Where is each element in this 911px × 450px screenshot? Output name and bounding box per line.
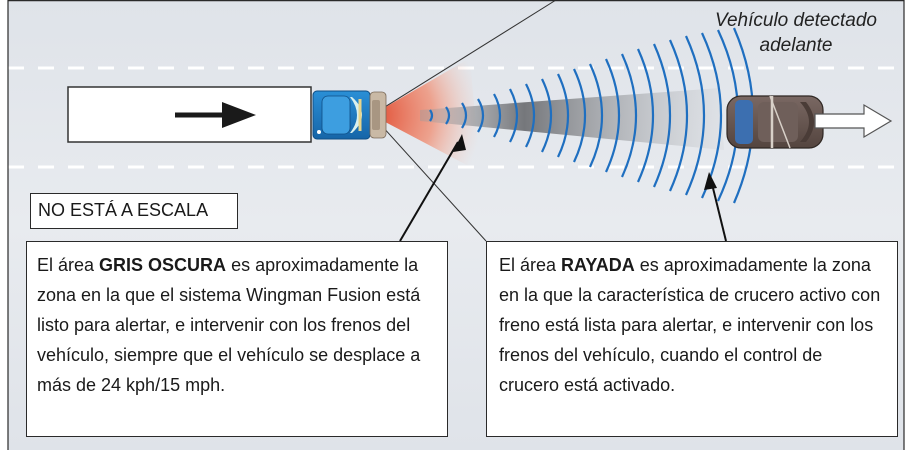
pointer-arrow-right [704, 172, 727, 242]
right-callout-prefix: El área [499, 255, 562, 275]
left-callout-emphasis: GRIS OSCURA [99, 255, 227, 275]
dark-gray-zone-callout: El área GRIS OSCURA es aproximadamente l… [26, 241, 448, 437]
truck-cab [312, 90, 387, 140]
detected-vehicle-label: Vehículo detectado adelante [690, 8, 902, 58]
cone-edge-lower [371, 114, 487, 242]
vehicle-label-line1: Vehículo detectado [715, 10, 877, 31]
vehicle-label-line2: adelante [759, 35, 833, 56]
not-to-scale-label: NO ESTÁ A ESCALA [30, 193, 238, 229]
striped-zone-callout: El área RAYADA es aproximadamente la zon… [486, 241, 898, 437]
direction-arrow-icon [175, 102, 256, 128]
left-callout-prefix: El área [37, 255, 100, 275]
radar-stripes [429, 27, 755, 204]
detected-vehicle [726, 95, 824, 149]
left-callout-text: es aproximadamente la zona en la que el … [37, 255, 421, 395]
cone-edge-upper [371, 0, 557, 116]
right-callout-emphasis: RAYADA [561, 255, 635, 275]
radar-zone-dark-gray [420, 88, 724, 150]
pointer-arrow-left [399, 134, 466, 242]
right-callout-text: es aproximadamente la zona en la que la … [499, 255, 881, 395]
forward-arrow-icon [814, 103, 893, 139]
